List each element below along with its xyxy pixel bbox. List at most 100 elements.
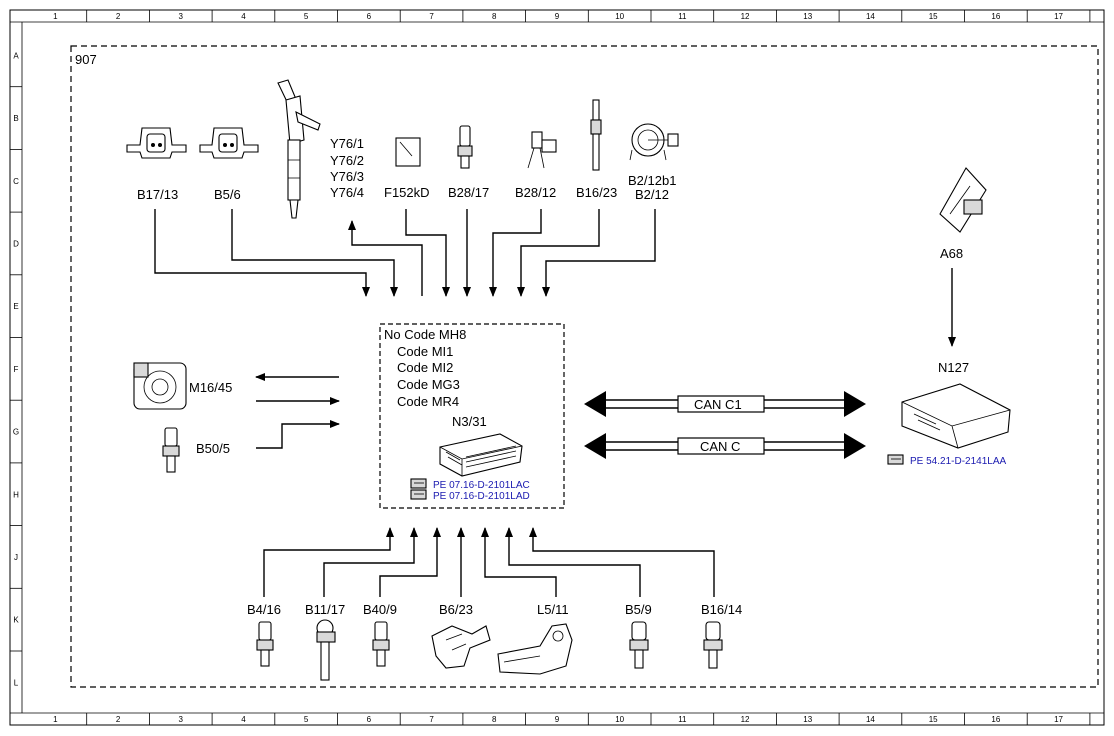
label-a68: A68 (940, 246, 963, 261)
grid-column-label: 2 (116, 715, 121, 724)
grid-column-label: 9 (555, 12, 560, 21)
label-f152kd: F152kD (384, 185, 430, 200)
accelerator-pedal-a68-icon (939, 167, 987, 233)
grid-row-label: G (13, 428, 19, 437)
grid-column-label: 13 (803, 715, 812, 724)
reference-icon (887, 454, 904, 465)
control-unit-name: N3/31 (452, 414, 487, 429)
label-b16-23: B16/23 (576, 185, 617, 200)
signal-line-b50-5 (256, 420, 340, 449)
grid-column-label: 3 (179, 12, 184, 21)
grid-column-label: 12 (741, 715, 750, 724)
grid-column-label: 2 (116, 12, 121, 21)
label-m16-45: M16/45 (189, 380, 232, 395)
signal-line-y76 (348, 220, 423, 296)
grid-row-label: F (14, 365, 19, 374)
label-b50-5: B50/5 (196, 441, 230, 456)
throttle-valve-actuator-m16-45-icon (133, 362, 187, 410)
reference-link-1[interactable]: PE 07.16-D-2101LAC (433, 480, 530, 491)
fuel-injector-icon (277, 79, 321, 219)
sensor-b16-14-icon (703, 621, 723, 669)
grid-row-label: D (13, 239, 19, 248)
grid-column-label: 7 (429, 715, 434, 724)
label-y76-1: Y76/1 (330, 136, 364, 151)
grid-column-label: 5 (304, 715, 309, 724)
grid-column-label: 1 (53, 715, 58, 724)
ecu-module-icon (439, 433, 523, 477)
grid-column-label: 15 (929, 715, 938, 724)
grid-column-label: 8 (492, 12, 497, 21)
signal-line-b5-6 (231, 209, 398, 297)
signal-line-b4-16 (263, 527, 394, 597)
grid-column-label: 14 (866, 715, 875, 724)
label-b4-16: B4/16 (247, 602, 281, 617)
grid-column-label: 9 (555, 715, 560, 724)
label-b2-12b1: B2/12b1 (628, 173, 676, 188)
label-y76-3: Y76/3 (330, 169, 364, 184)
label-b6-23: B6/23 (439, 602, 473, 617)
grid-column-label: 10 (615, 12, 624, 21)
signal-line-b17-13 (154, 209, 370, 297)
reference-link-2[interactable]: PE 07.16-D-2101LAD (433, 491, 530, 502)
signal-line-b16-23 (517, 209, 600, 297)
grid-column-label: 16 (991, 12, 1000, 21)
grid-column-labels: 1122334455667788991010111112121313141415… (53, 10, 1091, 725)
signal-line-f152kd (405, 209, 450, 297)
code-line-1: No Code MH8 (384, 327, 466, 342)
grid-column-label: 13 (803, 12, 812, 21)
label-b17-13: B17/13 (137, 187, 178, 202)
sensor-b4-16-icon (256, 621, 274, 667)
reference-icon (410, 489, 427, 500)
grid-column-label: 6 (367, 715, 372, 724)
reference-link-n127[interactable]: PE 54.21-D-2141LAA (910, 456, 1007, 467)
signal-line-b2-12 (542, 209, 656, 297)
sensor-b28-12-icon (527, 131, 557, 169)
grid-row-label: H (13, 490, 19, 499)
temperature-sensor-b16-23-icon (590, 99, 602, 171)
label-l5-11: L5/11 (537, 602, 569, 617)
label-b5-9: B5/9 (625, 602, 652, 617)
sensor-b11-17-icon (316, 619, 336, 681)
grid-row-label: L (14, 678, 19, 687)
group-frame-907 (70, 45, 1099, 688)
grid-column-label: 17 (1054, 715, 1063, 724)
grid-column-label: 3 (179, 715, 184, 724)
can-c1-label: CAN C1 (694, 397, 742, 412)
code-line-5: Code MR4 (397, 394, 459, 409)
label-b5-6: B5/6 (214, 187, 241, 202)
sensor-b40-9-icon (372, 621, 390, 667)
label-b2-12: B2/12 (635, 187, 669, 202)
can-c-bus (584, 433, 866, 459)
code-line-3: Code MI2 (397, 360, 453, 375)
grid-column-label: 8 (492, 715, 497, 724)
label-b11-17: B11/17 (305, 602, 345, 617)
pressure-sensor-b5-6-icon (199, 127, 259, 159)
sheet-frame (9, 9, 1105, 726)
grid-row-label: K (13, 616, 19, 625)
control-unit-n127-icon (901, 383, 1011, 449)
air-mass-sensor-b2-12-icon (629, 123, 679, 161)
grid-row-label: C (13, 177, 19, 186)
grid-row-label: A (13, 51, 19, 60)
sensor-b5-9-icon (629, 621, 649, 669)
can-c1-bus (584, 391, 866, 417)
grid-row-label: J (14, 553, 18, 562)
code-line-4: Code MG3 (397, 377, 460, 392)
signal-line-b11-17 (323, 527, 418, 597)
grid-column-label: 7 (429, 12, 434, 21)
grid-column-label: 10 (615, 715, 624, 724)
sensor-b28-17-icon (457, 125, 473, 169)
grid-column-label: 17 (1054, 12, 1063, 21)
signal-line-l5-11 (481, 527, 557, 597)
relay-f152kd-icon (395, 137, 421, 167)
grid-row-label: B (13, 114, 18, 123)
grid-column-label: 4 (241, 715, 246, 724)
signal-line-b28-12 (489, 209, 542, 297)
label-b40-9: B40/9 (363, 602, 397, 617)
can-c-label: CAN C (700, 439, 740, 454)
sensor-b50-5-icon (162, 427, 180, 473)
code-line-2: Code MI1 (397, 344, 453, 359)
label-y76-2: Y76/2 (330, 153, 364, 168)
